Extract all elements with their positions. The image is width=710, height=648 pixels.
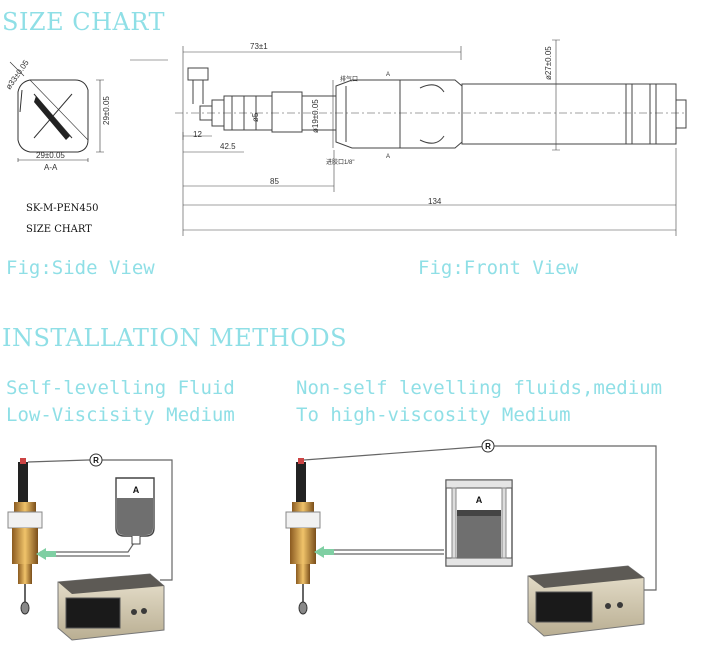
dim-73: 73±1 bbox=[250, 42, 268, 51]
controller-right bbox=[527, 565, 645, 637]
right-method-line1: Non-self levelling fluids,medium bbox=[296, 377, 663, 399]
model-number: SK-M-PEN450 bbox=[26, 203, 99, 214]
feed-port-label: 进胶口1/8" bbox=[326, 160, 355, 166]
flow-arrow-left bbox=[36, 548, 56, 560]
regulator-left bbox=[89, 453, 103, 467]
front-view-drawing bbox=[130, 39, 687, 236]
side-view-caption: Fig:Side View bbox=[6, 257, 155, 279]
section-mark-bottom: A bbox=[386, 154, 391, 160]
right-method-line2: To high-viscosity Medium bbox=[296, 404, 571, 426]
left-method-line1: Self-levelling Fluid bbox=[6, 377, 235, 399]
controller-left bbox=[57, 573, 165, 641]
section-fill bbox=[34, 96, 70, 140]
side-width-dim: 29±0.05 bbox=[36, 151, 65, 160]
section-mark-top: A bbox=[386, 72, 391, 78]
valve-right bbox=[285, 458, 321, 615]
tank-left bbox=[115, 477, 155, 545]
left-method-line2: Low-Viscisity Medium bbox=[6, 404, 235, 426]
side-view-drawing bbox=[9, 61, 104, 162]
valve-left bbox=[7, 458, 43, 615]
installation-heading: INSTALLATION METHODS bbox=[2, 324, 348, 352]
svg-text:A: A bbox=[133, 485, 140, 495]
size-chart-caption: SIZE CHART bbox=[26, 224, 92, 235]
side-section-label: A-A bbox=[44, 163, 58, 172]
front-view-caption: Fig:Front View bbox=[418, 257, 579, 279]
flow-arrow-right bbox=[314, 546, 334, 558]
dim-85: 85 bbox=[270, 177, 279, 186]
svg-text:R: R bbox=[485, 442, 491, 451]
tank-right bbox=[445, 479, 513, 567]
size-chart-heading: SIZE CHART bbox=[2, 8, 166, 36]
svg-text:A: A bbox=[476, 495, 483, 505]
exhaust-port-label: 排气口 bbox=[340, 77, 359, 83]
regulator-right bbox=[481, 439, 495, 453]
dim-42-5: 42.5 bbox=[220, 142, 236, 151]
svg-text:R: R bbox=[93, 456, 99, 465]
dim-134: 134 bbox=[428, 197, 442, 206]
dim-12: 12 bbox=[193, 130, 202, 139]
